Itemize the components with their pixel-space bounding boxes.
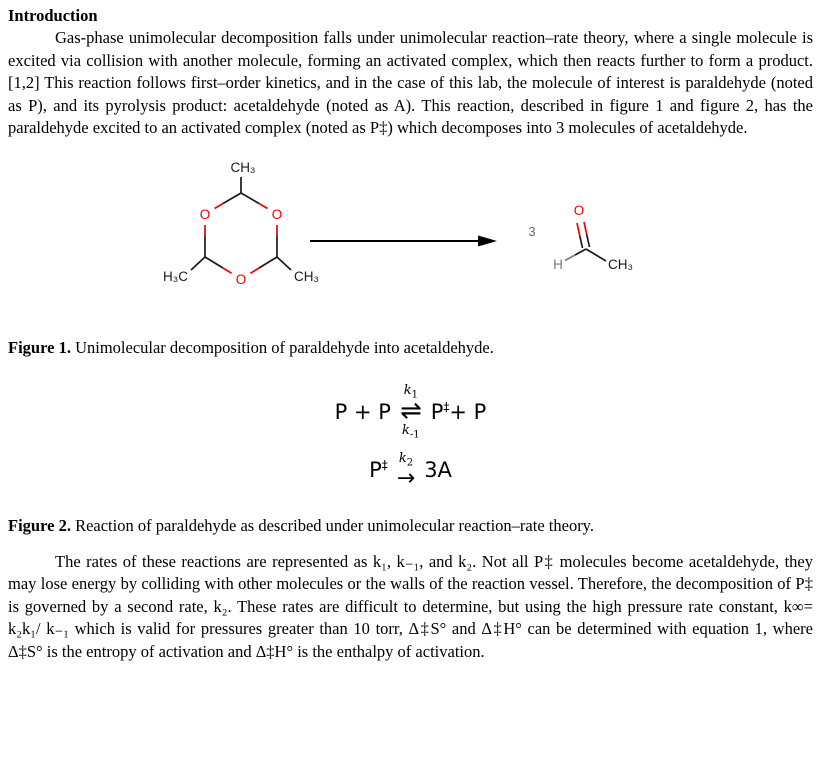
eq2-right: 3A — [424, 458, 452, 483]
reaction-arrow — [310, 235, 497, 247]
oxygen-label: O — [200, 207, 211, 222]
equation-1: P + P k1 ⇌ k-1 P‡+ P — [335, 384, 487, 441]
eq1-rate-stack: k1 ⇌ k-1 — [400, 384, 422, 441]
acetaldehyde-methyl-label: CH₃ — [608, 257, 633, 272]
figure1-caption-label: Figure 1. — [8, 338, 71, 358]
figure2-caption-label: Figure 2. — [8, 515, 71, 535]
eq2-k-subscript: 2 — [406, 457, 414, 469]
equilibrium-harpoons-icon: ⇌ — [399, 396, 422, 427]
figure1-caption-text: Unimolecular decomposition of paraldehyd… — [70, 338, 494, 358]
acetaldehyde-bonds-carbon-side — [574, 234, 607, 263]
paraldehyde-left-methyl-label: H₃C — [163, 269, 188, 284]
eq1-k-reverse-subscript: -1 — [409, 429, 420, 441]
eq1-k-forward-subscript: 1 — [411, 389, 418, 401]
oxygen-label: O — [236, 272, 247, 287]
paraldehyde-top-methyl-label: CH₃ — [231, 160, 256, 175]
eq2-left-base: P — [369, 458, 382, 483]
hydrogen-label: H — [553, 257, 563, 272]
paraldehyde-structure: CH₃ H₃C CH₃ O O O — [163, 160, 319, 287]
document-page: Introduction Gas-phase unimolecular deco… — [8, 6, 813, 661]
intro-paragraph: Gas-phase unimolecular decomposition fal… — [8, 28, 813, 138]
paraldehyde-ring-bonds-oxygen-side — [204, 203, 278, 275]
eq1-k-forward-base: k — [403, 382, 412, 398]
reaction-arrow-icon: → — [396, 465, 416, 491]
eq2-left-dagger: ‡ — [381, 458, 388, 473]
eq1-right-tail: + P — [449, 400, 487, 424]
eq1-forward-rate-constant: k1 — [404, 384, 418, 401]
section-heading: Introduction — [8, 6, 98, 25]
figure2-caption-text: Reaction of paraldehyde as described und… — [70, 515, 594, 535]
oxygen-label: O — [272, 207, 283, 222]
rates-paragraph: The rates of these reactions are represe… — [8, 551, 813, 661]
eq2-left: P‡ — [369, 458, 388, 482]
paraldehyde-ring-bonds-carbon-side — [190, 177, 292, 272]
figure2-equations: P + P k1 ⇌ k-1 P‡+ P P‡ k2 → 3A — [8, 384, 813, 491]
eq1-right: P‡+ P — [431, 400, 487, 424]
eq1-left: P + P — [334, 400, 391, 424]
figure2-caption: Figure 2. Reaction of paraldehyde as des… — [8, 515, 813, 537]
eq1-reverse-rate-constant: k-1 — [402, 424, 420, 441]
figure1-illustration: CH₃ H₃C CH₃ O O O 3 — [163, 160, 633, 287]
eq2-rate-constant: k2 — [399, 452, 413, 469]
figure1-caption: Figure 1. Unimolecular decomposition of … — [8, 337, 813, 359]
arrowhead — [478, 235, 497, 247]
acetaldehyde-ch-bond-hydrogen-side — [564, 254, 576, 262]
paraldehyde-right-methyl-label: CH₃ — [294, 269, 319, 284]
equation-2: P‡ k2 → 3A — [369, 452, 452, 491]
eq2-rate-stack: k2 → — [396, 452, 416, 491]
oxygen-label: O — [574, 203, 585, 218]
acetaldehyde-structure: 3 O H CH₃ — [528, 203, 633, 272]
stoichiometric-coefficient: 3 — [528, 224, 535, 239]
acetaldehyde-carbonyl-oxygen-side — [576, 222, 588, 237]
eq1-right-base: P — [430, 400, 444, 424]
eq1-right-dagger: ‡ — [443, 400, 450, 414]
eq2-k-base: k — [398, 451, 407, 467]
eq1-k-reverse-base: k — [402, 422, 410, 438]
